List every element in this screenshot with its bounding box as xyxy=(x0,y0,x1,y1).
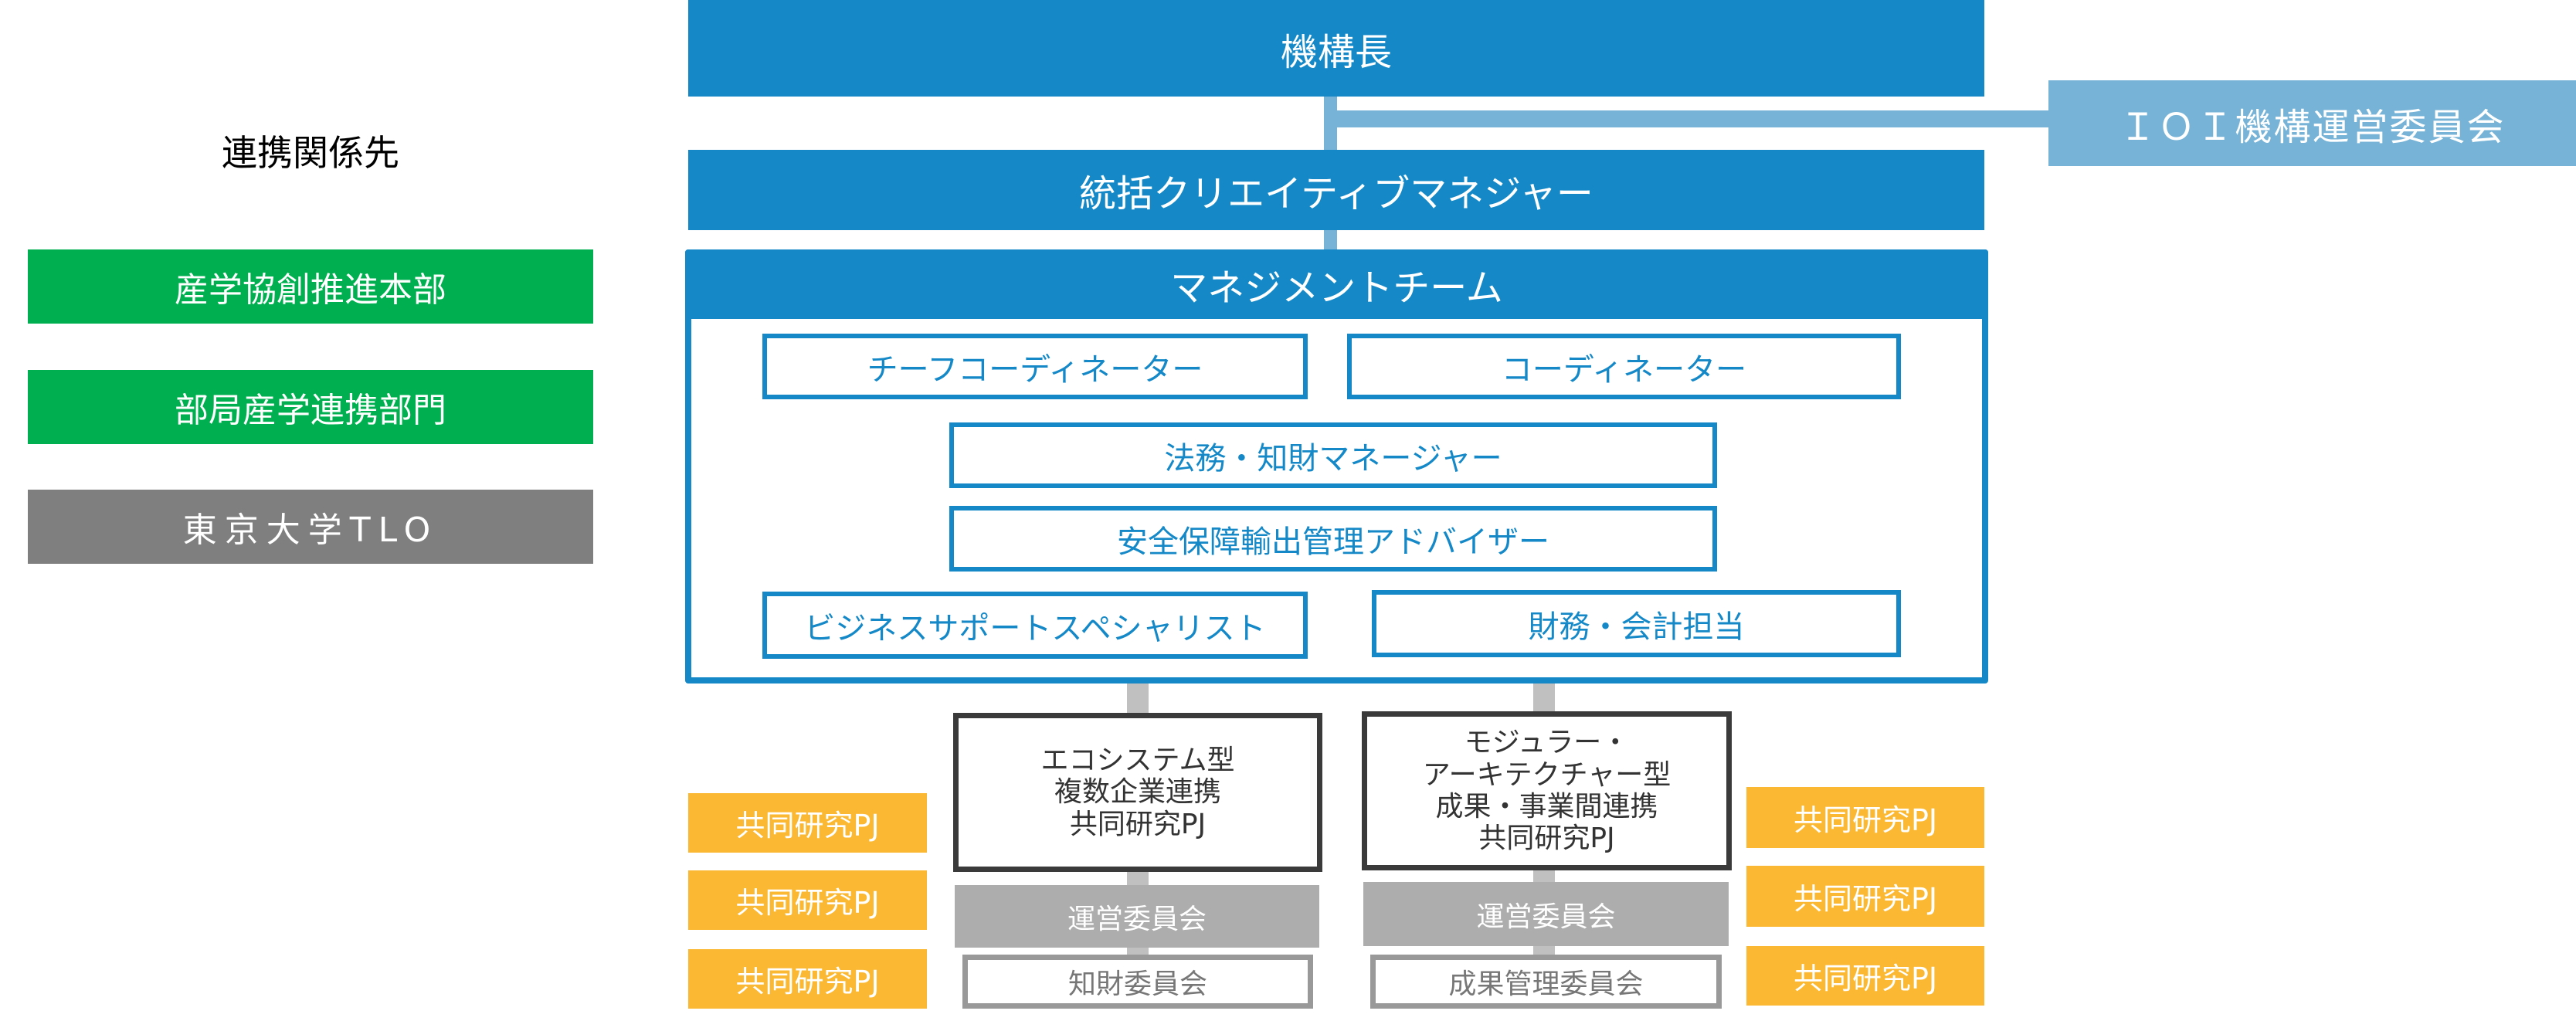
role-label: 財務・会計担当 xyxy=(1528,609,1745,645)
steering-committee-right: 運営委員会 xyxy=(1363,882,1729,946)
management-team-title: マネジメントチーム xyxy=(1170,266,1503,310)
modular-project-box: モジュラー・ アーキテクチャー型 成果・事業間連携 共同研究PJ xyxy=(1362,711,1732,870)
chief-creative-manager-label: 統括クリエイティブマネジャー xyxy=(1079,172,1593,215)
connector-line xyxy=(1324,110,2050,127)
joint-research-box: 共同研究PJ xyxy=(1746,866,1984,927)
joint-research-label: 共同研究PJ xyxy=(735,965,880,999)
sub-committee-label: 知財委員会 xyxy=(1067,968,1207,1000)
joint-research-box: 共同研究PJ xyxy=(1746,946,1984,1006)
role-label: ビジネスサポートスペシャリスト xyxy=(804,610,1266,646)
steering-committee-left: 運営委員会 xyxy=(955,885,1319,948)
joint-research-box: 共同研究PJ xyxy=(1746,787,1984,848)
role-label: チーフコーディネーター xyxy=(867,351,1203,388)
role-label: 法務・知財マネージャー xyxy=(1164,440,1502,477)
partners-heading: 連携関係先 xyxy=(222,132,399,174)
joint-research-label: 共同研究PJ xyxy=(1793,882,1938,916)
sub-committee-label: 成果管理委員会 xyxy=(1448,968,1644,1000)
role-box: コーディネーター xyxy=(1347,334,1901,399)
partner-label: 東京大学TLO xyxy=(182,510,439,550)
role-box: ビジネスサポートスペシャリスト xyxy=(762,592,1308,659)
joint-research-box: 共同研究PJ xyxy=(688,949,927,1009)
role-label: 安全保障輸出管理アドバイザー xyxy=(1117,524,1549,560)
ecosystem-project-box: エコシステム型 複数企業連携 共同研究PJ xyxy=(953,713,1322,872)
director-label: 機構長 xyxy=(1280,30,1392,74)
project-line: エコシステム型 xyxy=(1040,744,1235,776)
project-line: 共同研究PJ xyxy=(1478,823,1615,855)
role-box: チーフコーディネーター xyxy=(762,334,1308,399)
partner-box: 東京大学TLO xyxy=(28,490,593,564)
joint-research-label: 共同研究PJ xyxy=(1793,962,1938,996)
joint-research-box: 共同研究PJ xyxy=(688,793,927,853)
role-box: 安全保障輸出管理アドバイザー xyxy=(949,506,1717,572)
joint-research-label: 共同研究PJ xyxy=(1793,803,1938,837)
project-line: アーキテクチャー型 xyxy=(1422,758,1672,791)
project-line: 複数企業連携 xyxy=(1054,776,1221,809)
chief-creative-manager-box: 統括クリエイティブマネジャー xyxy=(688,150,1984,230)
role-label: コーディネーター xyxy=(1501,351,1747,388)
partner-box: 部局産学連携部門 xyxy=(28,370,593,444)
project-line: 共同研究PJ xyxy=(1069,808,1207,840)
role-box: 財務・会計担当 xyxy=(1372,590,1901,657)
project-line: モジュラー・ xyxy=(1464,727,1630,759)
committee-label: 運営委員会 xyxy=(1067,903,1207,935)
partner-label: 産学協創推進本部 xyxy=(175,270,446,310)
joint-research-label: 共同研究PJ xyxy=(735,809,880,843)
partner-label: 部局産学連携部門 xyxy=(175,391,446,430)
steering-committee-label: ＩＯＩ機構運営委員会 xyxy=(2119,105,2506,149)
role-box: 法務・知財マネージャー xyxy=(949,422,1717,488)
steering-committee-box: ＩＯＩ機構運営委員会 xyxy=(2048,80,2576,166)
committee-label: 運営委員会 xyxy=(1476,901,1616,933)
joint-research-box: 共同研究PJ xyxy=(688,870,927,930)
joint-research-label: 共同研究PJ xyxy=(735,886,880,920)
management-team-header: マネジメントチーム xyxy=(685,249,1988,319)
ip-committee-box: 知財委員会 xyxy=(962,955,1313,1009)
partner-box: 産学協創推進本部 xyxy=(28,249,593,324)
project-line: 成果・事業間連携 xyxy=(1435,791,1658,823)
results-committee-box: 成果管理委員会 xyxy=(1370,955,1722,1009)
director-box: 機構長 xyxy=(688,0,1984,97)
